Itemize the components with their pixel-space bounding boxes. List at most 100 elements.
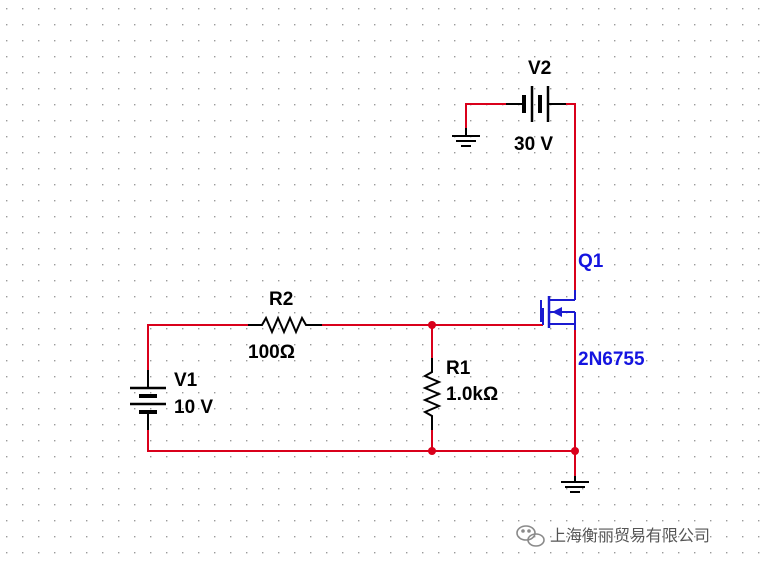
wire-v1-top-to-r2[interactable] (147, 324, 259, 385)
battery-v1[interactable] (130, 370, 166, 430)
grid-dot (438, 360, 440, 362)
battery-v2[interactable] (506, 86, 566, 122)
grid-dot (54, 440, 56, 442)
grid-dot (214, 520, 216, 522)
grid-dot (294, 24, 296, 26)
grid-dot (534, 552, 536, 554)
grid-dot (646, 56, 648, 58)
ground-symbol-main[interactable] (561, 476, 589, 493)
grid-dot (102, 232, 104, 234)
grid-dot (214, 168, 216, 170)
grid-dot (70, 344, 72, 346)
wire-v2-to-ground[interactable] (465, 103, 520, 134)
grid-dot (198, 536, 200, 538)
grid-dot (310, 472, 312, 474)
grid-dot (134, 536, 136, 538)
grid-dot (662, 248, 664, 250)
junction-dot (428, 321, 436, 329)
grid-dot (374, 8, 376, 10)
grid-dot (486, 264, 488, 266)
grid-dot (214, 504, 216, 506)
grid-dot (86, 8, 88, 10)
grid-dot (534, 136, 536, 138)
grid-dot (678, 280, 680, 282)
ground-symbol-v2[interactable] (452, 128, 480, 147)
grid-dot (710, 344, 712, 346)
grid-dot (566, 264, 568, 266)
grid-dot (470, 200, 472, 202)
grid-dot (550, 232, 552, 234)
grid-dot (726, 456, 728, 458)
grid-dot (454, 296, 456, 298)
grid-dot (582, 408, 584, 410)
grid-dot (582, 264, 584, 266)
grid-dot (134, 440, 136, 442)
grid-dot (678, 120, 680, 122)
grid-dot (38, 472, 40, 474)
grid-dot (150, 440, 152, 442)
grid-dot (518, 344, 520, 346)
grid-dots (6, 8, 760, 554)
grid-dot (54, 152, 56, 154)
grid-dot (70, 360, 72, 362)
grid-dot (662, 184, 664, 186)
q1-model-label: 2N6755 (578, 349, 645, 370)
grid-dot (54, 536, 56, 538)
grid-dot (422, 168, 424, 170)
grid-dot (694, 424, 696, 426)
grid-dot (134, 328, 136, 330)
grid-dot (518, 72, 520, 74)
grid-dot (214, 456, 216, 458)
grid-dot (22, 296, 24, 298)
grid-dot (86, 504, 88, 506)
wire-v1-bottom-to-rail[interactable] (147, 419, 575, 452)
grid-dot (534, 88, 536, 90)
grid-dot (182, 184, 184, 186)
grid-dot (358, 56, 360, 58)
grid-dot (678, 216, 680, 218)
grid-dot (678, 168, 680, 170)
grid-dot (246, 296, 248, 298)
grid-dot (406, 8, 408, 10)
grid-dot (230, 424, 232, 426)
grid-dot (198, 56, 200, 58)
grid-dot (566, 552, 568, 554)
grid-dot (86, 24, 88, 26)
grid-dot (150, 24, 152, 26)
grid-dot (294, 504, 296, 506)
grid-dot (6, 408, 8, 410)
grid-dot (630, 136, 632, 138)
grid-dot (678, 360, 680, 362)
mosfet-q1[interactable] (540, 290, 576, 330)
grid-dot (86, 328, 88, 330)
grid-dot (278, 440, 280, 442)
grid-dot (6, 424, 8, 426)
grid-dot (166, 344, 168, 346)
grid-dot (422, 296, 424, 298)
resistor-r2[interactable] (248, 315, 322, 335)
grid-dot (710, 376, 712, 378)
grid-dot (230, 120, 232, 122)
grid-dot (54, 392, 56, 394)
grid-dot (230, 152, 232, 154)
grid-dot (6, 136, 8, 138)
grid-dot (486, 552, 488, 554)
grid-dot (470, 216, 472, 218)
resistor-r1[interactable] (422, 358, 442, 430)
grid-dot (518, 280, 520, 282)
grid-dot (550, 120, 552, 122)
grid-dot (86, 72, 88, 74)
grid-dot (278, 472, 280, 474)
grid-dot (54, 40, 56, 42)
grid-dot (374, 536, 376, 538)
grid-dot (278, 136, 280, 138)
grid-dot (374, 488, 376, 490)
grid-dot (694, 312, 696, 314)
grid-dot (118, 232, 120, 234)
grid-dot (54, 456, 56, 458)
grid-dot (70, 232, 72, 234)
grid-dot (102, 264, 104, 266)
grid-dot (566, 536, 568, 538)
grid-dot (54, 328, 56, 330)
wire-drain-to-v2[interactable] (560, 103, 576, 295)
